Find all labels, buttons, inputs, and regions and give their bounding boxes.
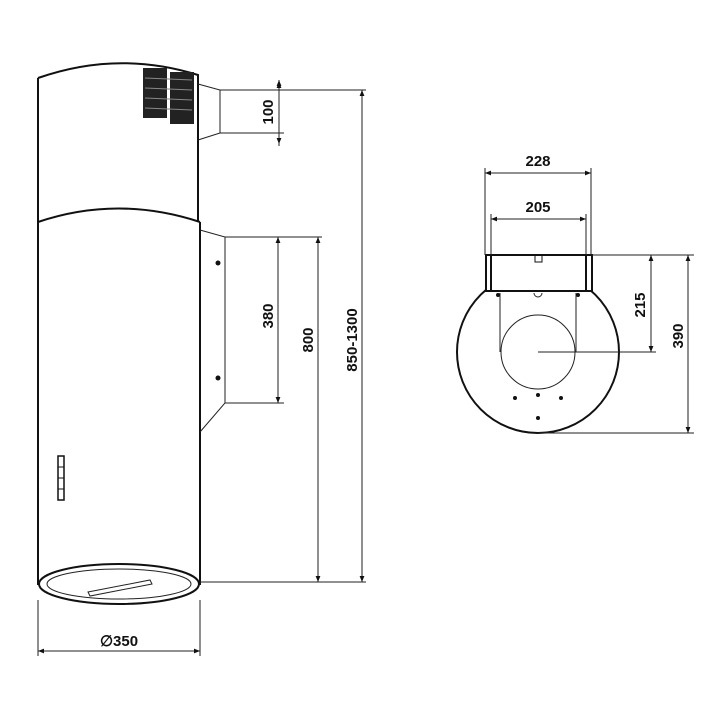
top-view: 228 205 215 390 xyxy=(456,153,694,434)
dim-100: 100 xyxy=(260,99,277,124)
dim-205: 205 xyxy=(525,199,550,216)
dim-diameter-350: ∅350 xyxy=(100,633,138,650)
dim-228: 228 xyxy=(525,153,550,170)
dim-390: 390 xyxy=(670,323,687,348)
dim-380: 380 xyxy=(260,303,277,328)
wall-bracket xyxy=(199,229,226,433)
upper-chimney xyxy=(37,62,221,222)
top-dimensions: 228 205 215 390 xyxy=(484,153,691,433)
dim-800: 800 xyxy=(300,327,317,352)
duct-outlet xyxy=(197,83,221,141)
lower-body xyxy=(37,207,226,605)
light-strip xyxy=(87,579,153,597)
side-view: 100 380 800 850-1300 ∅350 xyxy=(37,62,366,656)
side-dimensions: 100 380 800 850-1300 ∅350 xyxy=(37,80,366,656)
dim-850-1300: 850-1300 xyxy=(344,308,361,371)
dim-215: 215 xyxy=(632,292,649,317)
vent-grille xyxy=(143,68,194,124)
bottom-rim xyxy=(38,563,200,605)
control-panel xyxy=(57,455,65,501)
mounting-plate xyxy=(485,254,593,292)
